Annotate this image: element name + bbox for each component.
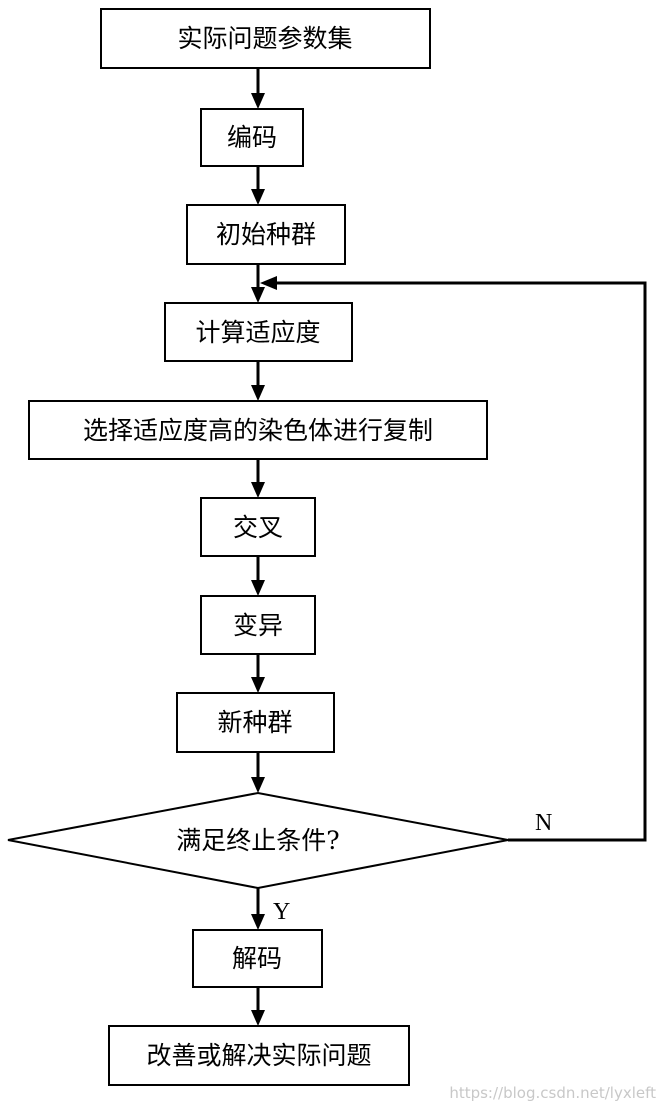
node-solve: 改善或解决实际问题 xyxy=(108,1025,410,1086)
node-mutation-label: 变异 xyxy=(233,611,283,640)
node-crossover: 交叉 xyxy=(200,497,316,557)
node-params: 实际问题参数集 xyxy=(100,8,431,69)
node-decode: 解码 xyxy=(192,929,323,988)
node-fitness-label: 计算适应度 xyxy=(195,318,320,347)
arrow-decode-to-solve xyxy=(251,987,265,1026)
arrow-newpop-to-condition xyxy=(251,752,265,793)
branch-yes-label: Y xyxy=(273,899,290,925)
branch-no-label: N xyxy=(535,810,552,836)
arrow-fitness-to-select xyxy=(251,361,265,401)
node-select-label: 选择适应度高的染色体进行复制 xyxy=(83,416,433,445)
arrow-select-to-crossover xyxy=(251,459,265,498)
node-solve-label: 改善或解决实际问题 xyxy=(146,1041,371,1070)
arrow-params-to-encode xyxy=(251,68,265,109)
node-crossover-label: 交叉 xyxy=(233,513,283,542)
node-fitness: 计算适应度 xyxy=(164,302,353,362)
node-select: 选择适应度高的染色体进行复制 xyxy=(28,400,488,460)
decision-condition-label: 满足终止条件? xyxy=(176,826,339,855)
node-mutation: 变异 xyxy=(200,595,316,655)
arrow-condition-yes-to-decode xyxy=(251,888,265,930)
node-params-label: 实际问题参数集 xyxy=(177,24,352,53)
node-encode-label: 编码 xyxy=(227,123,277,152)
node-init-pop: 初始种群 xyxy=(186,204,346,265)
decision-condition: 满足终止条件? xyxy=(7,791,509,890)
node-new-pop-label: 新种群 xyxy=(217,708,292,737)
arrow-init-to-fitness xyxy=(251,264,265,303)
node-init-pop-label: 初始种群 xyxy=(216,220,316,249)
node-encode: 编码 xyxy=(200,108,304,167)
watermark-text: https://blog.csdn.net/lyxleft xyxy=(449,1084,656,1102)
arrow-mutation-to-newpop xyxy=(251,654,265,693)
node-new-pop: 新种群 xyxy=(176,692,335,753)
arrow-encode-to-init xyxy=(251,166,265,205)
arrow-crossover-to-mutation xyxy=(251,556,265,596)
arrow-condition-no-loop xyxy=(260,276,647,842)
node-decode-label: 解码 xyxy=(232,944,282,973)
